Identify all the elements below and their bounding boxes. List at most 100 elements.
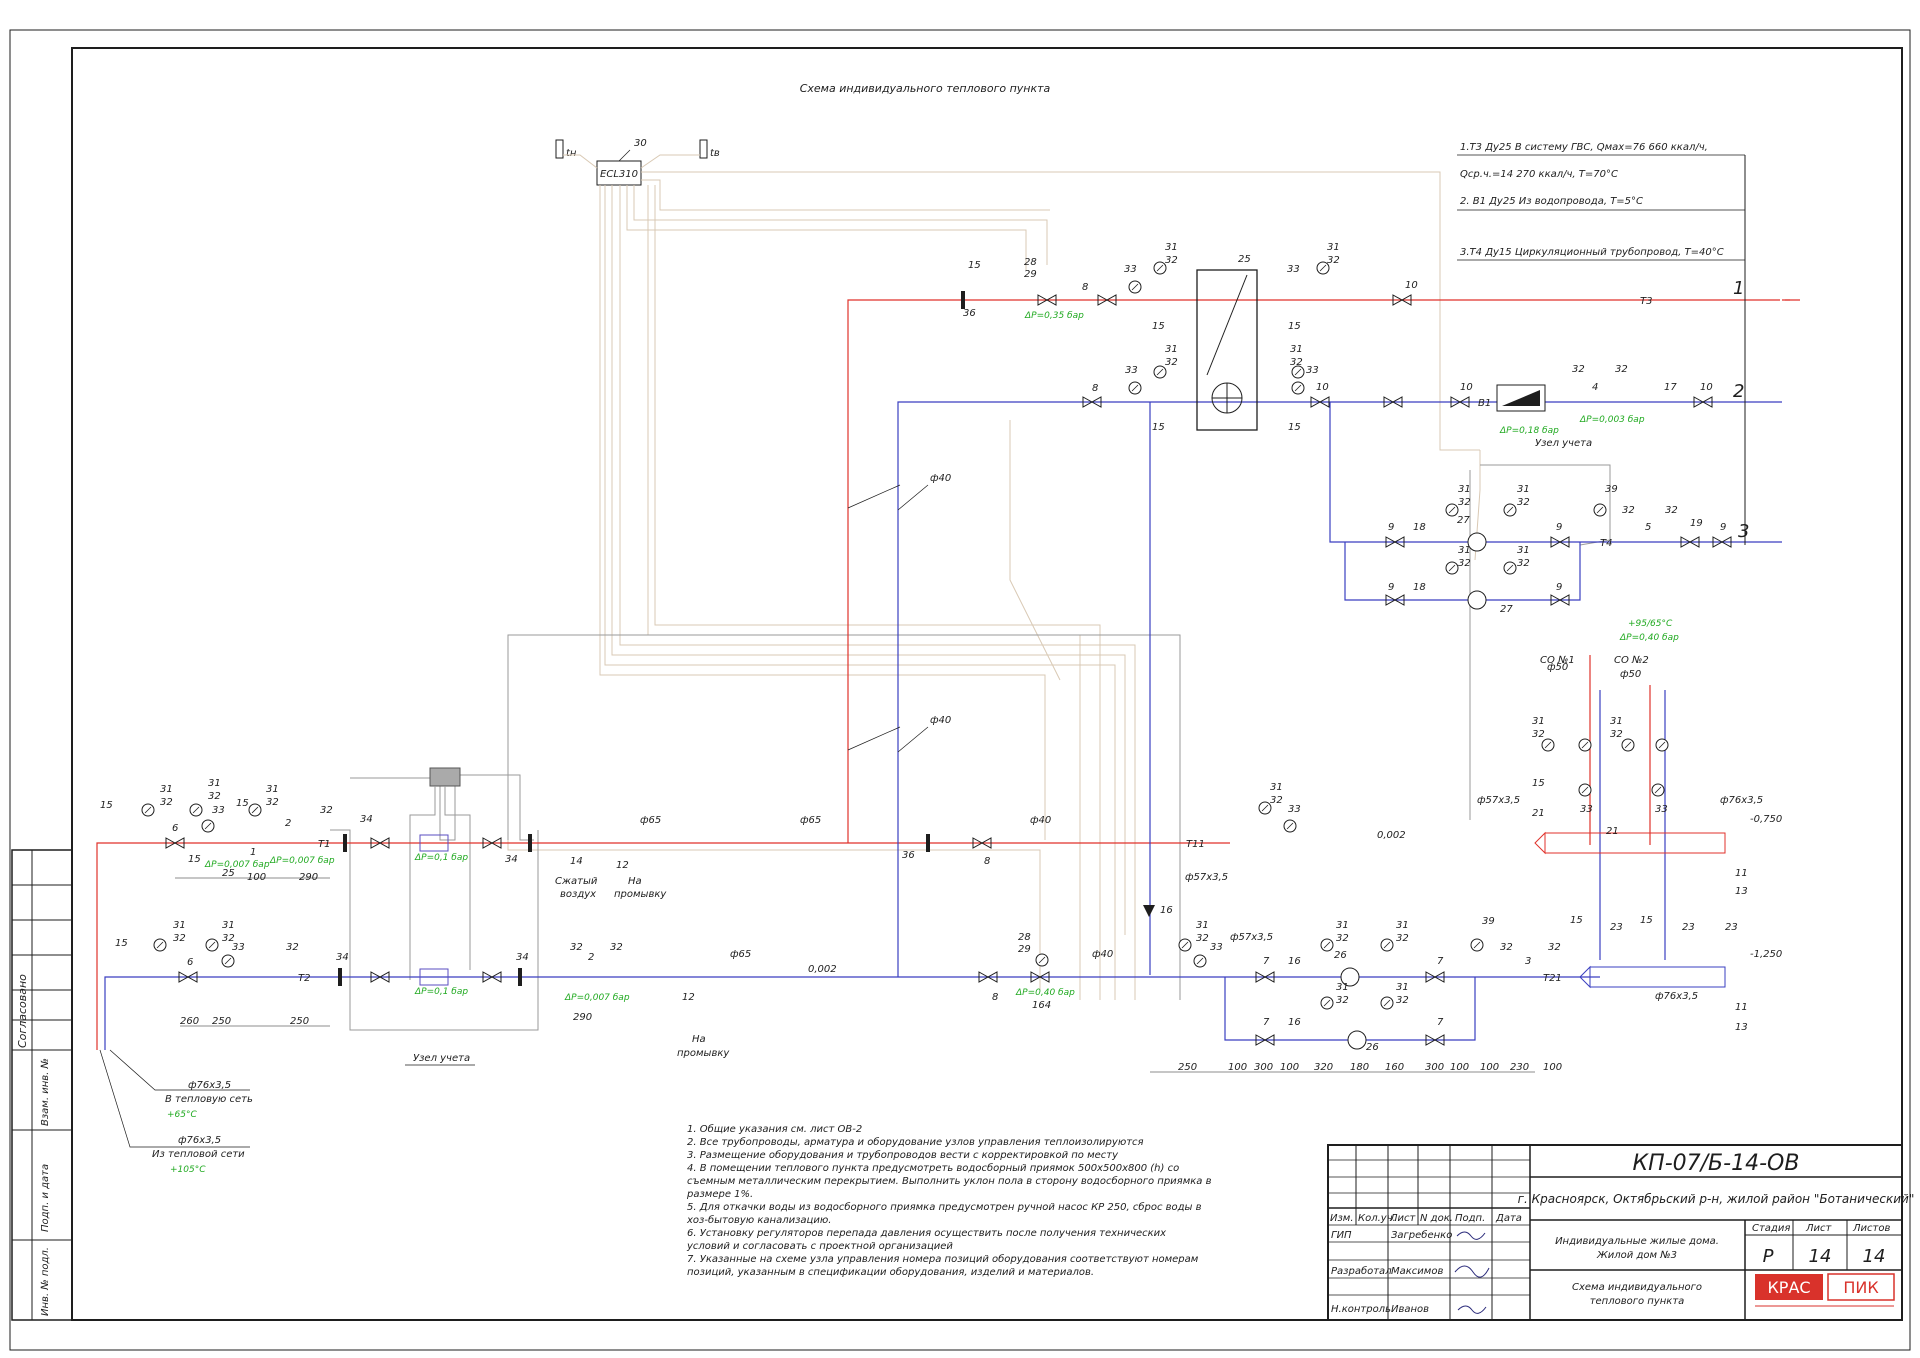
pos-label: 31 bbox=[1458, 484, 1471, 495]
pipe-tags: Т3 В1 Т4 1 2 3 Т1 Т2 Т11 Т21 bbox=[298, 278, 1749, 984]
dim-label: 0,002 bbox=[1377, 830, 1406, 841]
pos-label: 12 bbox=[616, 860, 629, 871]
dp-label: ΔP=0,003 бар bbox=[1579, 415, 1645, 425]
note-line: съемным металлическим перекрытием. Выпол… bbox=[687, 1175, 1212, 1187]
tag-n2: 2 bbox=[1733, 381, 1744, 402]
tag-t4: Т4 bbox=[1600, 538, 1612, 549]
measure: 290 bbox=[573, 1012, 592, 1023]
tb-object-1: Индивидуальные жилые дома. bbox=[1555, 1236, 1719, 1247]
tb-stage: Р bbox=[1763, 1246, 1774, 1267]
pos-label: 32 bbox=[610, 942, 623, 953]
title-block: Изм. Кол.уч. Лист N док. Подп. Дата ГИП … bbox=[1327, 1144, 1914, 1321]
dim-label: 0,002 bbox=[808, 964, 837, 975]
pos-label: 33 bbox=[1655, 804, 1668, 815]
pos-label: 18 bbox=[1413, 582, 1426, 593]
note-line: хоз-бытовую канализацию. bbox=[686, 1214, 831, 1226]
tb-header: Лист bbox=[1805, 1223, 1833, 1234]
dp-label: ΔP=0,007 бар bbox=[564, 993, 630, 1003]
pos-label: 8 bbox=[992, 992, 998, 1003]
tb-sheet: 14 bbox=[1809, 1246, 1832, 1267]
pos-label: 13 bbox=[1735, 1022, 1748, 1033]
legend: 1.Т3 Ду25 В систему ГВС, Qмах=76 660 кка… bbox=[1457, 142, 1746, 545]
measure: 250 bbox=[1178, 1062, 1197, 1073]
pos-label: 15 bbox=[1640, 915, 1653, 926]
label-from-net: Из тепловой сети bbox=[152, 1149, 245, 1160]
pos-label: 15 bbox=[115, 938, 128, 949]
measure: 100 bbox=[1280, 1062, 1299, 1073]
pos-label: 32 bbox=[1336, 995, 1349, 1006]
measure: 100 bbox=[1450, 1062, 1469, 1073]
pos-label: 31 bbox=[208, 778, 221, 789]
tb-role: ГИП bbox=[1331, 1230, 1352, 1241]
pos-label: 6 bbox=[187, 957, 193, 968]
pos-label: 31 bbox=[1517, 484, 1530, 495]
legend-line-1: 1.Т3 Ду25 В систему ГВС, Qмах=76 660 кка… bbox=[1460, 142, 1708, 153]
pos-label: 32 bbox=[1290, 357, 1303, 368]
label-to-net: В тепловую сеть bbox=[165, 1094, 253, 1105]
label-flush: промывку bbox=[677, 1048, 730, 1059]
pos-label: 34 bbox=[505, 854, 518, 865]
pos-label: 21 bbox=[1532, 808, 1545, 819]
pos-label: 18 bbox=[1413, 522, 1426, 533]
measure: 160 bbox=[1385, 1062, 1404, 1073]
tag-t2: Т2 bbox=[298, 973, 310, 984]
pos-label: 39 bbox=[1482, 916, 1495, 927]
pos-label: 9 bbox=[1388, 522, 1394, 533]
pos-label: 11 bbox=[1735, 868, 1748, 879]
pos-label: 33 bbox=[232, 942, 245, 953]
measure: 230 bbox=[1510, 1062, 1529, 1073]
pos-label: 27 bbox=[1457, 515, 1470, 526]
tb-name: Иванов bbox=[1391, 1304, 1429, 1315]
pos-label: 31 bbox=[1458, 545, 1471, 556]
note-line: 3. Размещение оборудования и трубопровод… bbox=[687, 1149, 1119, 1161]
dp-label: ΔP=0,35 бар bbox=[1024, 311, 1084, 321]
pos-label: 13 bbox=[1735, 886, 1748, 897]
pos-label: 32 bbox=[266, 797, 279, 808]
pos-label: 11 bbox=[1735, 1002, 1748, 1013]
pos-label: 4 bbox=[1592, 382, 1598, 393]
dp-label: ΔP=0,007 бар bbox=[269, 856, 335, 866]
pos-label: 29 bbox=[1024, 269, 1037, 280]
measure: 290 bbox=[299, 872, 318, 883]
pos-label: 27 bbox=[1500, 604, 1513, 615]
note-line: 4. В помещении теплового пункта предусмо… bbox=[687, 1162, 1179, 1174]
measure: 164 bbox=[1032, 1000, 1051, 1011]
dim-label: ф57х3,5 bbox=[1185, 872, 1228, 883]
fittings bbox=[141, 261, 1732, 1050]
tb-header: Листов bbox=[1852, 1223, 1890, 1234]
return-pipes bbox=[104, 401, 1782, 1050]
pos-label: 8 bbox=[1082, 282, 1088, 293]
note-line: позиций, указанным в спецификации оборуд… bbox=[687, 1266, 1094, 1278]
pos-label: 23 bbox=[1682, 922, 1695, 933]
dim-label: ф40 bbox=[1030, 815, 1051, 826]
pos-label: 32 bbox=[1622, 505, 1635, 516]
pos-label: 32 bbox=[1517, 558, 1530, 569]
pos-label: 7 bbox=[1437, 956, 1444, 967]
pos-label: 15 bbox=[1288, 321, 1301, 332]
dp-label: +95/65°С bbox=[1628, 619, 1673, 629]
pos-label: 15 bbox=[1152, 422, 1165, 433]
dim-label: ф40 bbox=[930, 715, 951, 726]
pos-label: 26 bbox=[1334, 950, 1347, 961]
measure: 320 bbox=[1314, 1062, 1333, 1073]
dp-label: ΔP=0,40 бар bbox=[1015, 988, 1075, 998]
tag-t3: Т3 bbox=[1640, 296, 1652, 307]
pos-label: 32 bbox=[570, 942, 583, 953]
pos-label: 2 bbox=[588, 952, 594, 963]
grey-wiring bbox=[330, 464, 1611, 1031]
measure: 100 bbox=[1228, 1062, 1247, 1073]
note-line: условий и согласовать с проектной органи… bbox=[686, 1241, 953, 1252]
pos-label: 1 bbox=[250, 847, 256, 858]
stamp-inv-orig: Инв. № подл. bbox=[40, 1247, 51, 1316]
pos-label: 9 bbox=[1720, 522, 1726, 533]
controller: ECL310 30 tн tв bbox=[555, 138, 720, 186]
tb-sheet-name-2: теплового пункта bbox=[1590, 1296, 1685, 1307]
dp-label: ΔP=0,1 бар bbox=[414, 853, 468, 863]
pos-label: 28 bbox=[1018, 932, 1031, 943]
pos-label: 33 bbox=[1210, 942, 1223, 953]
dp-label: +105°С bbox=[170, 1165, 206, 1175]
tb-sheet-name-1: Схема индивидуального bbox=[1572, 1282, 1702, 1293]
pos-label: 26 bbox=[1366, 1042, 1379, 1053]
pos-label: 33 bbox=[1580, 804, 1593, 815]
